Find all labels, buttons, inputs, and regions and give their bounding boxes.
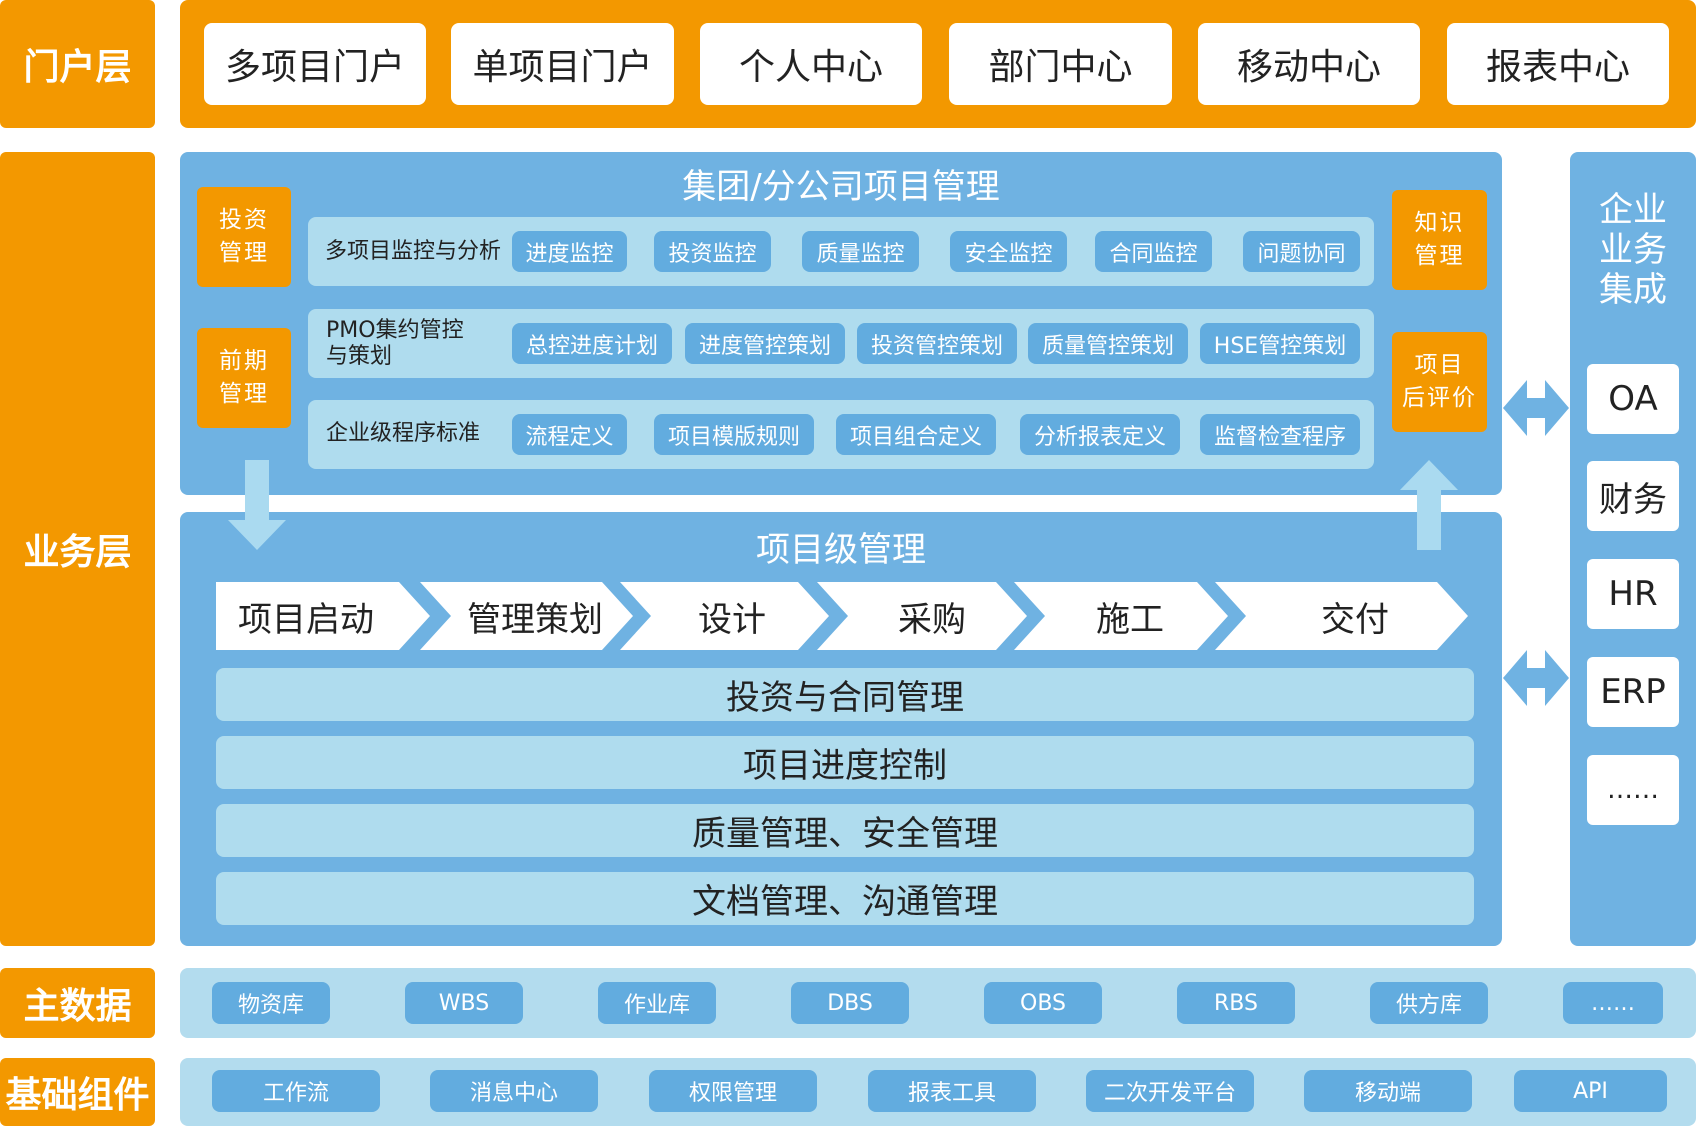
investment-contract-management-row[interactable]: 投资与合同管理 <box>216 668 1474 721</box>
layer-label-master-data: 主数据 <box>0 968 155 1038</box>
portal-layer: 多项目门户 单项目门户 个人中心 部门中心 移动中心 报表中心 <box>180 0 1696 128</box>
master-data-item-dbs[interactable]: DBS <box>791 982 909 1024</box>
pmo-control-row: PMO集约管控 与策划 总控进度计划 进度管控策划 投资管控策划 质量管控策划 … <box>308 309 1374 378</box>
arrow-up-icon <box>1400 460 1458 550</box>
foundation-item-api[interactable]: API <box>1514 1070 1667 1112</box>
chip-master-schedule-plan[interactable]: 总控进度计划 <box>512 323 672 364</box>
master-data-item-rbs[interactable]: RBS <box>1177 982 1295 1024</box>
row-label: 企业级程序标准 <box>326 421 481 446</box>
chip-hse-control-planning[interactable]: HSE管控策划 <box>1200 323 1360 364</box>
enterprise-integration-panel: 企业 业务 集成 OA 财务 HR ERP …… <box>1570 152 1696 946</box>
chip-project-portfolio-definition[interactable]: 项目组合定义 <box>836 414 996 455</box>
flow-step-project-start[interactable]: 项目启动 <box>238 599 374 640</box>
master-data-item-obs[interactable]: OBS <box>984 982 1102 1024</box>
chip-analysis-report-definition[interactable]: 分析报表定义 <box>1020 414 1180 455</box>
flow-step-shape <box>1014 582 1228 650</box>
chip-project-template-rules[interactable]: 项目模版规则 <box>654 414 814 455</box>
chip-schedule-control-planning[interactable]: 进度管控策划 <box>685 323 845 364</box>
master-data-item-more[interactable]: …… <box>1563 982 1663 1024</box>
integration-item-oa[interactable]: OA <box>1587 364 1679 434</box>
master-data-item-supplier-library[interactable]: 供方库 <box>1370 982 1488 1024</box>
foundation-item-dev-platform[interactable]: 二次开发平台 <box>1086 1070 1254 1112</box>
flow-step-management-planning[interactable]: 管理策划 <box>467 599 603 640</box>
chip-quality-control-planning[interactable]: 质量管控策划 <box>1028 323 1188 364</box>
flow-step-procurement[interactable]: 采购 <box>898 599 966 640</box>
enterprise-integration-title: 企业 业务 集成 <box>1599 190 1667 310</box>
project-management-title: 项目级管理 <box>756 529 926 570</box>
flow-step-shape <box>216 582 430 650</box>
group-management-panel: 集团/分公司项目管理 投资 管理 前期 管理 知识 管理 项目 后评价 多项目监… <box>180 152 1502 495</box>
knowledge-management-box[interactable]: 知识 管理 <box>1392 190 1487 290</box>
portal-item-report-center[interactable]: 报表中心 <box>1447 23 1669 105</box>
chip-investment-monitoring[interactable]: 投资监控 <box>654 231 771 272</box>
master-data-item-materials[interactable]: 物资库 <box>212 982 330 1024</box>
flow-step-construction[interactable]: 施工 <box>1096 599 1164 640</box>
flow-step-delivery[interactable]: 交付 <box>1321 599 1389 640</box>
flow-step-shape <box>1215 582 1468 650</box>
flow-step-shape <box>620 582 829 650</box>
double-arrow-icon <box>1503 380 1569 436</box>
chip-quality-monitoring[interactable]: 质量监控 <box>802 231 919 272</box>
integration-item-hr[interactable]: HR <box>1587 559 1679 629</box>
foundation-item-mobile[interactable]: 移动端 <box>1304 1070 1472 1112</box>
integration-item-more[interactable]: …… <box>1587 755 1679 825</box>
document-communication-management-row[interactable]: 文档管理、沟通管理 <box>216 872 1474 925</box>
master-data-item-wbs[interactable]: WBS <box>405 982 523 1024</box>
foundation-item-message-center[interactable]: 消息中心 <box>430 1070 598 1112</box>
chip-issue-collaboration[interactable]: 问题协同 <box>1243 231 1360 272</box>
master-data-bar: 物资库 WBS 作业库 DBS OBS RBS 供方库 …… <box>180 968 1696 1038</box>
post-project-evaluation-box[interactable]: 项目 后评价 <box>1392 332 1487 432</box>
foundation-item-report-tool[interactable]: 报表工具 <box>868 1070 1036 1112</box>
portal-item-mobile-center[interactable]: 移动中心 <box>1198 23 1420 105</box>
chip-investment-control-planning[interactable]: 投资管控策划 <box>857 323 1017 364</box>
schedule-control-row[interactable]: 项目进度控制 <box>216 736 1474 789</box>
layer-label-business: 业务层 <box>0 152 155 946</box>
layer-label-portal: 门户层 <box>0 0 155 128</box>
portal-item-personal-center[interactable]: 个人中心 <box>700 23 922 105</box>
integration-item-erp[interactable]: ERP <box>1587 657 1679 727</box>
portal-item-department-center[interactable]: 部门中心 <box>949 23 1172 105</box>
chip-contract-monitoring[interactable]: 合同监控 <box>1095 231 1212 272</box>
integration-item-finance[interactable]: 财务 <box>1587 461 1679 531</box>
row-label: PMO集约管控 与策划 <box>326 318 464 369</box>
investment-management-box[interactable]: 投资 管理 <box>197 187 291 287</box>
chip-progress-monitoring[interactable]: 进度监控 <box>512 231 627 272</box>
foundation-item-permission-management[interactable]: 权限管理 <box>649 1070 817 1112</box>
group-management-title: 集团/分公司项目管理 <box>682 166 1000 207</box>
process-flow <box>216 582 1468 650</box>
portal-item-single-project[interactable]: 单项目门户 <box>451 23 674 105</box>
layer-label-foundation: 基础组件 <box>0 1058 155 1126</box>
chip-process-definition[interactable]: 流程定义 <box>512 414 627 455</box>
row-label: 多项目监控与分析 <box>324 238 501 264</box>
flow-step-design[interactable]: 设计 <box>698 599 766 640</box>
project-management-panel: 项目级管理 项目启动 管理策划 设计 采购 施工 交付 投资与合同管理 项目进度… <box>180 512 1502 946</box>
flow-step-shape <box>817 582 1027 650</box>
chip-supervision-inspection[interactable]: 监督检查程序 <box>1200 414 1360 455</box>
quality-safety-management-row[interactable]: 质量管理、安全管理 <box>216 804 1474 857</box>
preliminary-management-box[interactable]: 前期 管理 <box>197 328 291 428</box>
double-arrow-icon <box>1503 650 1569 706</box>
multi-project-monitoring-row: 多项目监控与分析 进度监控 投资监控 质量监控 安全监控 合同监控 问题协同 <box>308 217 1374 286</box>
chip-safety-monitoring[interactable]: 安全监控 <box>950 231 1067 272</box>
flow-step-shape <box>420 582 633 650</box>
arrow-down-icon <box>228 460 286 550</box>
portal-item-multi-project[interactable]: 多项目门户 <box>204 23 426 105</box>
foundation-bar: 工作流 消息中心 权限管理 报表工具 二次开发平台 移动端 API <box>180 1058 1696 1126</box>
enterprise-standard-row: 企业级程序标准 流程定义 项目模版规则 项目组合定义 分析报表定义 监督检查程序 <box>308 400 1374 469</box>
master-data-item-activity-library[interactable]: 作业库 <box>598 982 716 1024</box>
foundation-item-workflow[interactable]: 工作流 <box>212 1070 380 1112</box>
